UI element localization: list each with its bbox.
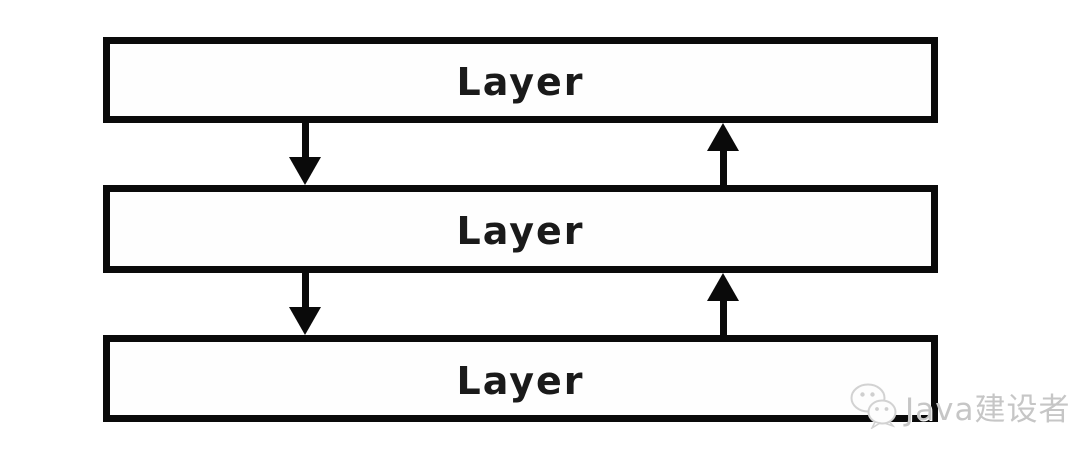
arrow-stem (302, 123, 309, 159)
down-arrow-layer2-to-layer3 (289, 273, 321, 335)
layer-box-2: Layer (103, 185, 938, 273)
layer-label-3: Layer (456, 358, 585, 403)
arrowhead-up-icon (707, 123, 739, 151)
watermark-text: Java建设者 (905, 391, 1071, 428)
arrowhead-down-icon (289, 307, 321, 335)
layer-box-1: Layer (103, 37, 938, 123)
up-arrow-layer3-to-layer2 (707, 273, 739, 335)
up-arrow-layer2-to-layer1 (707, 123, 739, 185)
arrowhead-up-icon (707, 273, 739, 301)
layer-box-3: Layer (103, 335, 938, 422)
arrow-stem (720, 149, 727, 185)
down-arrow-layer1-to-layer2 (289, 123, 321, 185)
arrow-stem (302, 273, 309, 309)
watermark: Java建设者 (849, 383, 1071, 431)
layer-label-1: Layer (456, 60, 585, 104)
wechat-icon (849, 383, 901, 431)
layer-label-2: Layer (456, 209, 585, 253)
arrowhead-down-icon (289, 157, 321, 185)
arrow-stem (720, 299, 727, 335)
